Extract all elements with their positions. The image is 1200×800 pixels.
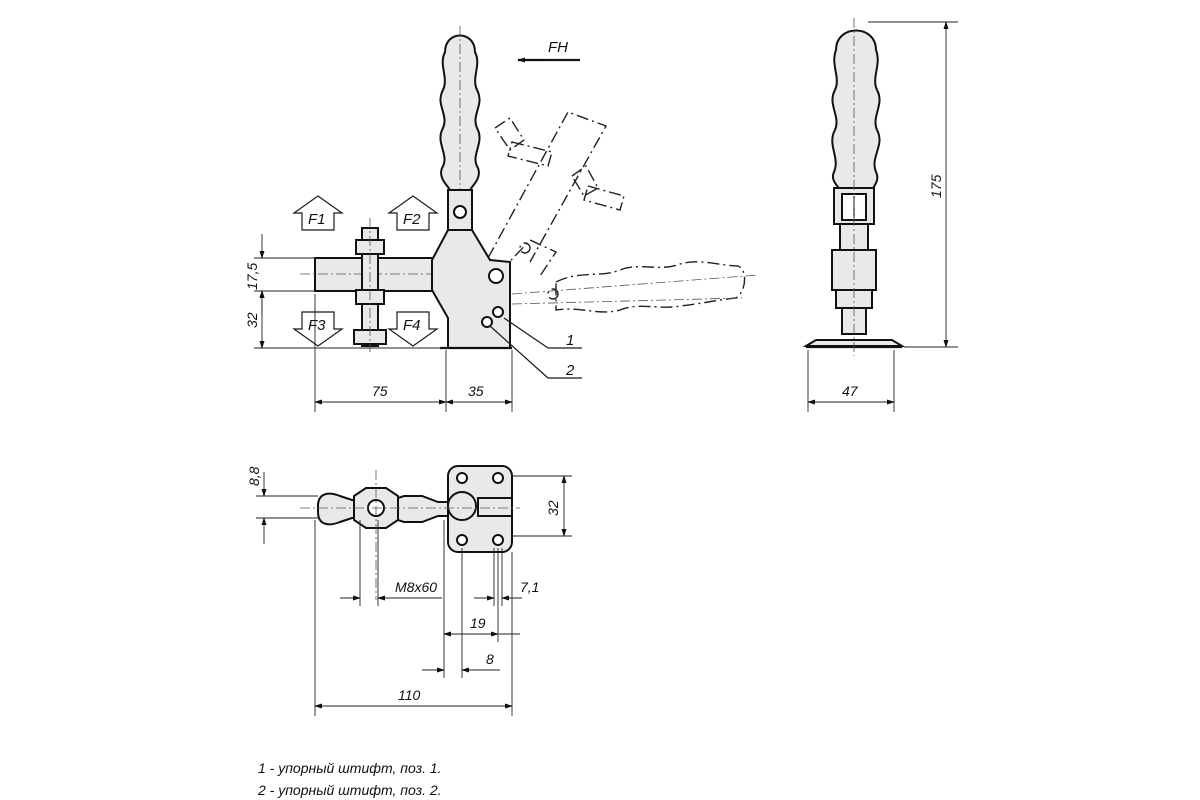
f2-label: F2: [403, 211, 421, 228]
dim-35: 35: [468, 383, 484, 399]
top-view: 8,8 32 M8x60 7,1 19 8 110: [246, 465, 572, 716]
dim-17-5: 17,5: [244, 263, 260, 290]
side-handle: [831, 29, 881, 191]
note-2: 2 - упорный штифт, поз. 2.: [258, 782, 442, 798]
front-view: FH F1 F2 F3 F4 1 2: [244, 26, 759, 412]
side-view: 175 47: [802, 18, 958, 412]
dim-75: 75: [372, 383, 388, 399]
callout-1: 1: [566, 332, 574, 349]
f3-label: F3: [308, 317, 326, 334]
dim-7-1: 7,1: [520, 579, 539, 595]
dim-175: 175: [928, 174, 944, 198]
open-position-ghost: [487, 111, 746, 313]
dim-47: 47: [842, 383, 859, 399]
callout-2: 2: [565, 362, 575, 379]
dim-32-front: 32: [244, 312, 260, 328]
dim-19: 19: [470, 615, 486, 631]
spindle: [353, 218, 387, 352]
fh-label: FH: [548, 39, 568, 56]
dim-32-top: 32: [545, 500, 561, 516]
note-1: 1 - упорный штифт, поз. 1.: [258, 760, 442, 776]
f4-arrow: F4: [387, 311, 439, 347]
f4-label: F4: [403, 317, 421, 334]
clamp-arm: [314, 257, 449, 292]
dim-8-8: 8,8: [246, 466, 262, 486]
dim-110: 110: [398, 687, 421, 703]
base-body: [431, 229, 511, 349]
f1-arrow: F1: [292, 195, 344, 231]
dim-m8x60: M8x60: [395, 579, 437, 595]
f1-label: F1: [308, 211, 326, 228]
f2-arrow: F2: [387, 195, 439, 231]
f3-arrow: F3: [292, 311, 344, 347]
dim-8: 8: [486, 651, 494, 667]
